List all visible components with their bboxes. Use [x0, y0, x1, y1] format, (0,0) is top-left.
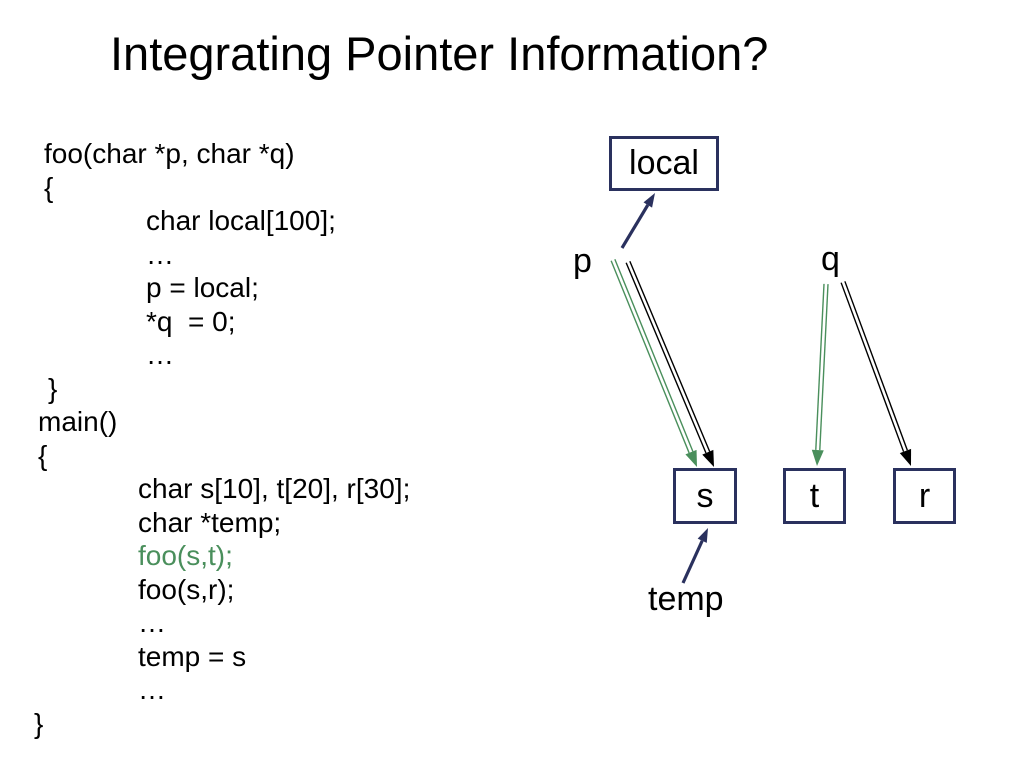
code-line: }	[48, 372, 58, 404]
code-line: main()	[38, 406, 118, 437]
code-line: {	[44, 171, 54, 203]
label-p: p	[573, 242, 592, 280]
slide-title: Integrating Pointer Information?	[110, 27, 769, 80]
arrow-p-to-local	[620, 193, 655, 249]
code-line: foo(s,r);	[138, 573, 235, 605]
code-line: foo(s,t);	[138, 540, 233, 571]
arrow-p-to-s-green	[610, 258, 697, 467]
code-line: }	[34, 707, 44, 739]
code-line: p = local;	[146, 272, 259, 303]
code-line: …	[146, 339, 174, 370]
label-temp: temp	[648, 580, 724, 618]
code-line: {	[38, 439, 48, 471]
box-t: t	[783, 468, 846, 524]
arrow-q-to-t-green	[811, 283, 829, 466]
code-line: …	[138, 674, 166, 705]
arrow-p-to-s-black	[625, 260, 714, 467]
code-line: char *temp;	[138, 506, 282, 538]
code-line: foo(char *p, char *q)	[44, 138, 295, 169]
label-q: q	[821, 240, 840, 278]
code-line: *q = 0;	[146, 305, 236, 337]
code-line: char local[100];	[146, 205, 336, 236]
box-r: r	[893, 468, 956, 524]
code-line: temp = s	[138, 640, 247, 672]
code-line: char s[10], t[20], r[30];	[138, 473, 411, 504]
code-line: …	[146, 238, 174, 270]
arrow-temp-to-s	[681, 528, 708, 584]
arrow-q-to-r-black	[840, 281, 912, 466]
box-s: s	[673, 468, 737, 524]
box-local: local	[609, 136, 719, 191]
code-line: …	[138, 607, 166, 638]
